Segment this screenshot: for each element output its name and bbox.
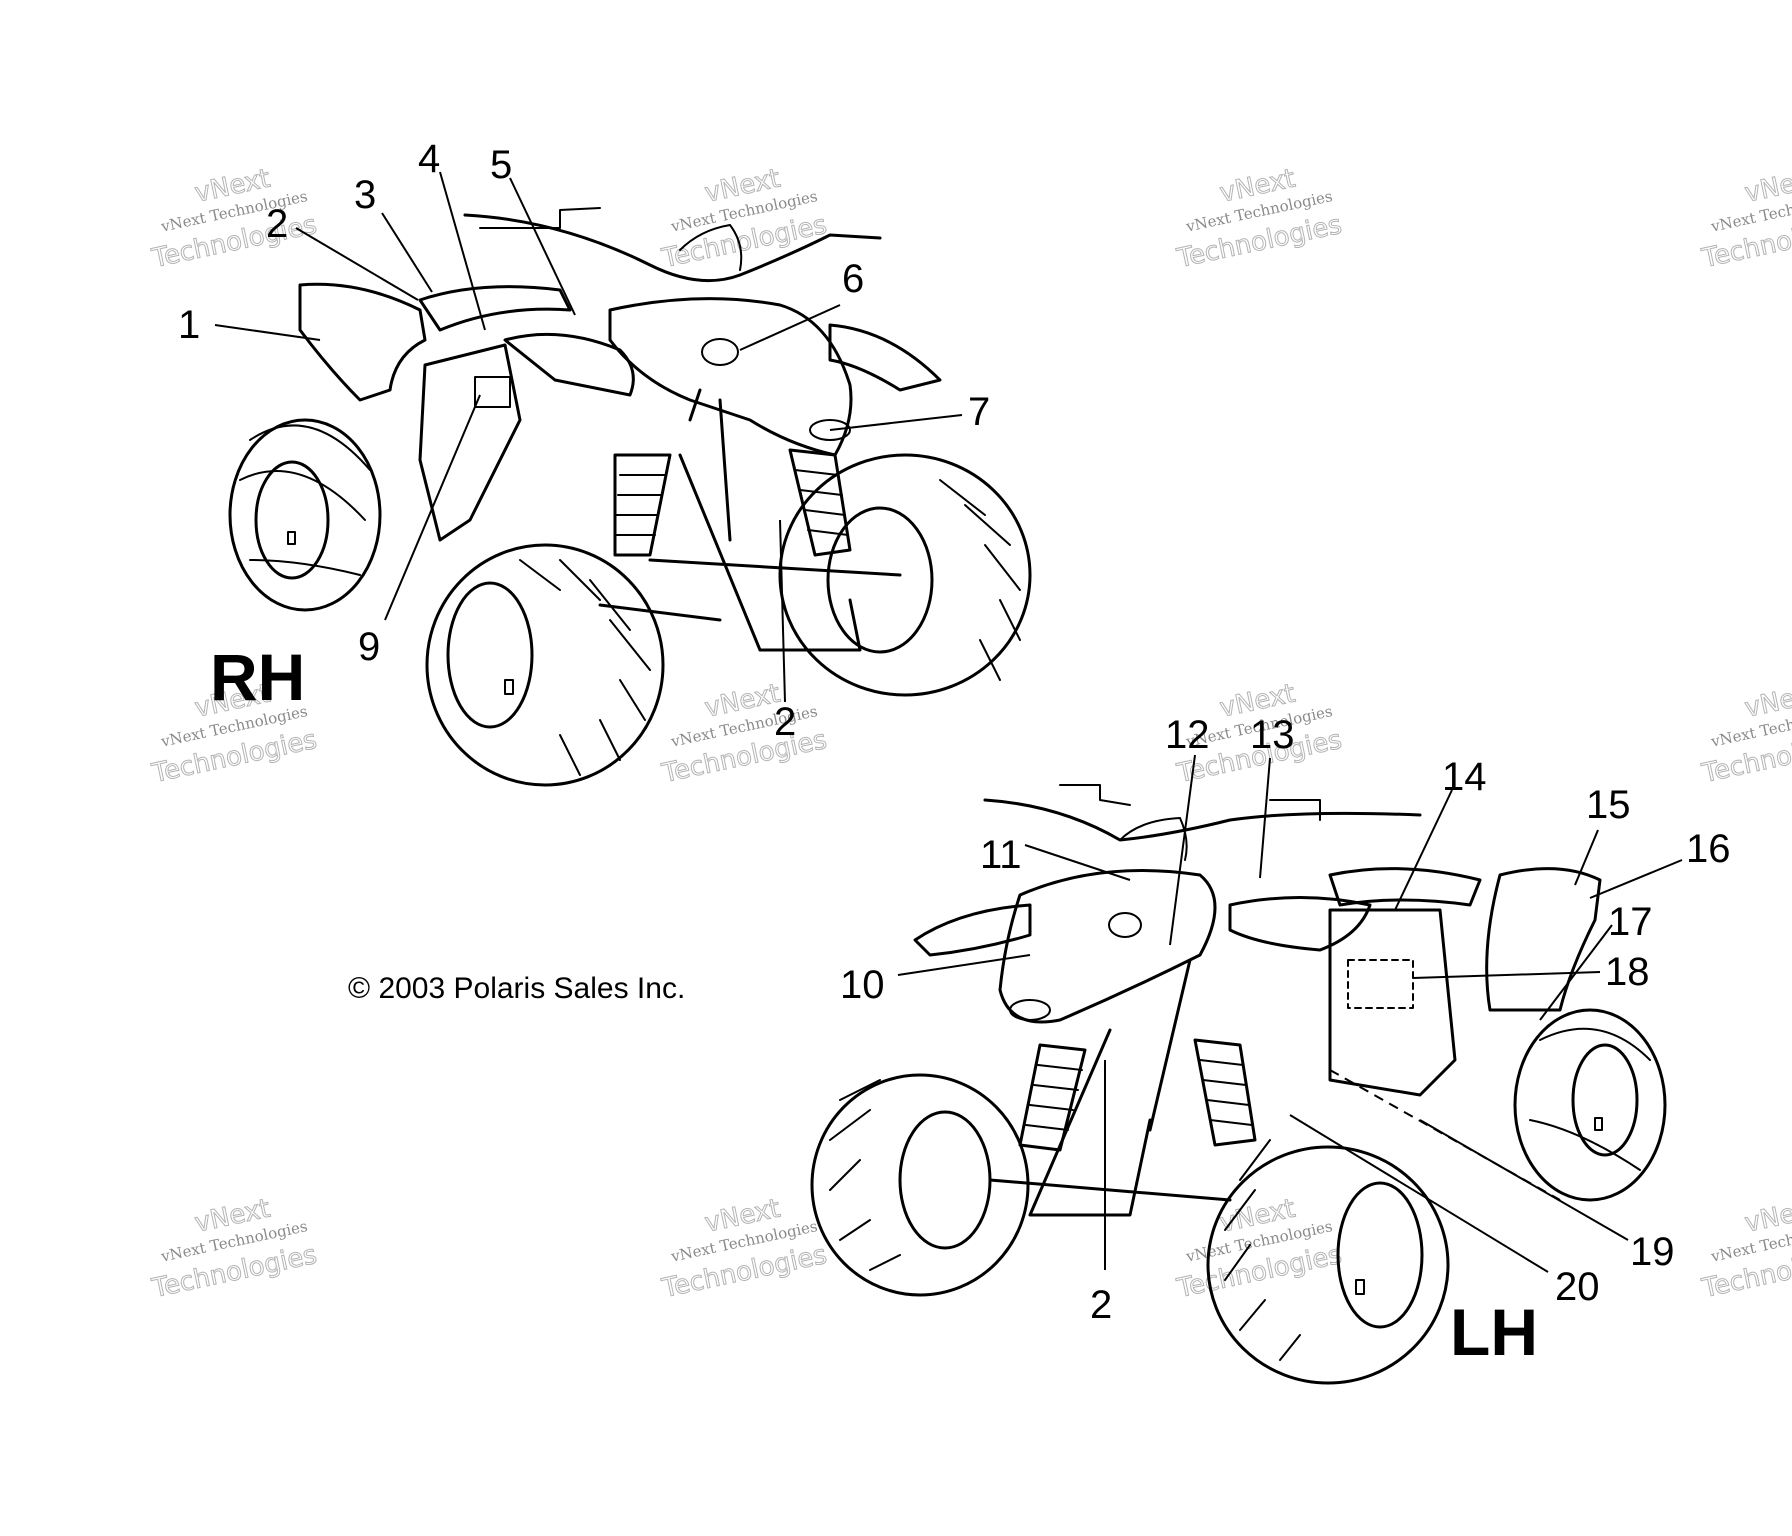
callout-7: 7 [968, 390, 990, 434]
callout-18: 18 [1605, 950, 1650, 994]
callout-20: 20 [1555, 1265, 1600, 1309]
callout-15: 15 [1586, 783, 1631, 827]
callout-19: 19 [1630, 1230, 1675, 1274]
atv-rh-drawing [228, 207, 1032, 787]
callout-6: 6 [842, 257, 864, 301]
callout-13: 13 [1250, 713, 1295, 757]
callout-16: 16 [1686, 827, 1731, 871]
view-label-lh: LH [1450, 1295, 1538, 1369]
atv-lh-drawing [810, 784, 1667, 1385]
copyright-text: © 2003 Polaris Sales Inc. [348, 972, 685, 1005]
callout-3: 3 [354, 173, 376, 217]
view-label-rh: RH [210, 640, 305, 714]
callout-5: 5 [490, 143, 512, 187]
callout-14: 14 [1442, 755, 1487, 799]
callout-10: 10 [840, 963, 885, 1007]
callout-numbers: 1 2 3 4 5 6 7 9 2 12 13 14 15 16 11 17 1… [178, 137, 1731, 1327]
callout-2a: 2 [266, 202, 288, 246]
callout-2b: 2 [774, 700, 796, 744]
callout-4: 4 [418, 137, 440, 181]
callout-12: 12 [1165, 713, 1210, 757]
callout-17: 17 [1608, 900, 1653, 944]
callout-2c: 2 [1090, 1283, 1112, 1327]
callout-11: 11 [980, 833, 1022, 877]
callout-9: 9 [358, 625, 380, 669]
callout-1: 1 [178, 303, 200, 347]
leader-lines [214, 171, 1683, 1273]
